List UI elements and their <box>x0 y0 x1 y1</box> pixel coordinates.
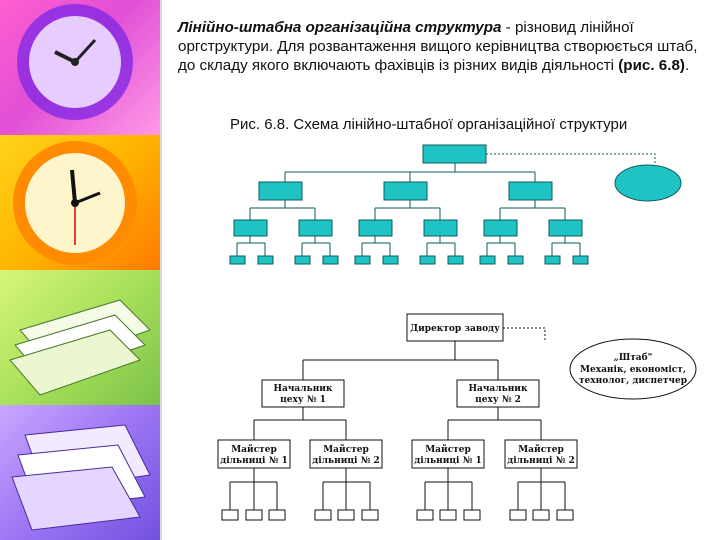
staff-ellipse <box>615 165 681 201</box>
worker-box <box>315 510 331 520</box>
director-label: Директор заводу <box>410 324 500 334</box>
worker-box <box>533 510 549 520</box>
master-2-label: Майстер <box>323 444 369 455</box>
diagram-factory-lines <box>230 328 565 510</box>
master-3-label: дільниці № 1 <box>414 456 482 466</box>
staff-members-label: Механік, економіст, <box>580 365 686 375</box>
worker-box <box>362 510 378 520</box>
level4-box <box>258 256 273 264</box>
worker-box <box>338 510 354 520</box>
diagram-abstract <box>237 154 655 256</box>
master-1-label: дільниці № 1 <box>220 456 288 466</box>
staff-members-label: технолог, диспетчер <box>579 376 687 386</box>
level4-box <box>448 256 463 264</box>
master-4-label: Майстер <box>518 444 564 455</box>
top-manager-box <box>423 145 486 163</box>
level4-box <box>230 256 245 264</box>
level4-box <box>420 256 435 264</box>
chief-2-label: Начальник <box>469 384 528 394</box>
level4-box <box>573 256 588 264</box>
chief-1-label: Начальник <box>274 384 333 394</box>
level4-box <box>295 256 310 264</box>
staff-label: „Штаб" <box>614 352 653 363</box>
master-4-label: дільниці № 2 <box>507 456 575 466</box>
level2-box <box>384 182 427 200</box>
level3-box <box>424 220 457 236</box>
master-2-label: дільниці № 2 <box>312 456 380 466</box>
level4-box <box>383 256 398 264</box>
worker-box <box>222 510 238 520</box>
worker-box <box>417 510 433 520</box>
diagram-factory-boxes <box>218 314 696 520</box>
master-3-label: Майстер <box>425 444 471 455</box>
worker-box <box>269 510 285 520</box>
level4-box <box>545 256 560 264</box>
level3-box <box>359 220 392 236</box>
worker-box <box>464 510 480 520</box>
level2-box <box>259 182 302 200</box>
level3-box <box>549 220 582 236</box>
worker-box <box>246 510 262 520</box>
level4-box <box>323 256 338 264</box>
master-1-label: Майстер <box>231 444 277 455</box>
chief-1-label: цеху № 1 <box>280 395 326 405</box>
worker-box <box>510 510 526 520</box>
level4-box <box>480 256 495 264</box>
level4-box <box>508 256 523 264</box>
level3-box <box>299 220 332 236</box>
level4-box <box>355 256 370 264</box>
level2-box <box>509 182 552 200</box>
level3-box <box>234 220 267 236</box>
level3-box <box>484 220 517 236</box>
chief-2-label: цеху № 2 <box>475 395 521 405</box>
worker-box <box>557 510 573 520</box>
worker-box <box>440 510 456 520</box>
